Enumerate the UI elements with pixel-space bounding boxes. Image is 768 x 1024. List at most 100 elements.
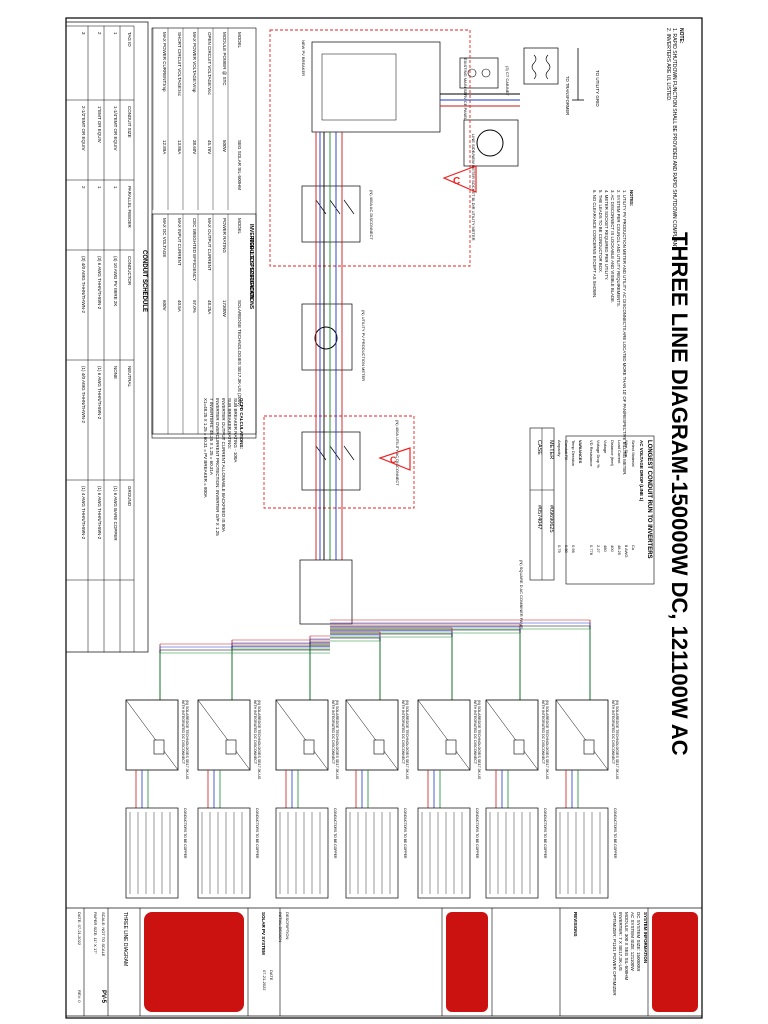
conduit-cell: 1	[113, 186, 118, 189]
svg-text:CONDUIT SCHEDULE: CONDUIT SCHEDULE	[141, 250, 147, 312]
vd-row-label: Load Current	[617, 440, 622, 464]
inverter-label: (N) SOLAREDGE TECHNOLOGIES SE17.3K-US	[185, 700, 189, 780]
svg-text:DATE: 07-21-2022: DATE: 07-21-2022	[77, 912, 82, 946]
utility-meter	[463, 119, 519, 167]
conduit-cell: (3) 4/0 AWG THHN/THWN-2	[81, 256, 86, 314]
inverter-spec-label: POWER RATING	[222, 218, 227, 253]
conduit-col-header: TAG ID	[127, 32, 132, 47]
variance-label: Ampacity	[557, 440, 562, 456]
vd-row-value: 400	[610, 545, 615, 552]
module-spec-value: 12.89A	[162, 140, 167, 154]
svg-text:SUB BREAKER RATING:: SUB BREAKER RATING:	[227, 398, 232, 449]
longest-run-table: LONGEST CONDUIT RUN TO INVERTERS AC VOLT…	[557, 435, 655, 585]
svg-text:OCPD CALCULATIONS:: OCPD CALCULATIONS:	[239, 398, 244, 449]
conduit-col-header: NEUTRAL	[127, 366, 132, 388]
vd-row-label: Distance (feet)	[610, 440, 615, 467]
variances-heading: VARIANCES	[578, 440, 583, 464]
svg-text:REV: 0: REV: 0	[77, 990, 82, 1003]
ct-cabinet: (3) CT CABINET	[459, 57, 510, 96]
svg-text:EXISTING MAIN SERVICE PANEL: EXISTING MAIN SERVICE PANEL	[463, 58, 468, 121]
case-header: CASE	[536, 440, 542, 455]
svg-text:C: C	[453, 176, 460, 187]
svg-text:PV-5: PV-5	[100, 990, 106, 1004]
svg-text:2. SYSTEM PER COUNCIL AND UTIL: 2. SYSTEM PER COUNCIL AND UTILITY REQUIR…	[616, 190, 621, 307]
svg-text:07-21-2022: 07-21-2022	[262, 970, 267, 991]
inverter-sublabel: WITH INTEGRATED DC DISCONNECT	[181, 700, 185, 765]
pv-string-box	[485, 807, 539, 899]
inverter-unit: (N) SOLAREDGE TECHNOLOGIES SE17.3K-USWIT…	[417, 699, 481, 899]
conduit-cell: (3) 6 AWG THHN/THWN-2	[97, 256, 102, 310]
conduit-cell: (1) 6 AWG THHN/THWN-2	[97, 366, 102, 420]
conduit-cell: NONE	[113, 366, 118, 379]
inverter-unit: (N) SOLAREDGE TECHNOLOGIES SE17.3K-USWIT…	[197, 699, 261, 899]
conduit-cell: (1) 4/0 AWG THHN/THWN-2	[81, 366, 86, 424]
notes-heading: NOTE:	[678, 28, 684, 44]
conduit-cell: 1	[113, 32, 118, 35]
meter-case-table: METER CASE #09690625 #0574047	[529, 427, 555, 581]
inverter-label: (N) SOLAREDGE TECHNOLOGIES SE17.3K-US	[405, 700, 409, 780]
svg-text:PAPER SIZE: 11" X 17": PAPER SIZE: 11" X 17"	[93, 912, 98, 954]
conduit-col-header: PARALLEL FEEDER	[127, 186, 132, 229]
warning-c-triangle: C	[442, 165, 477, 193]
inverter-spec-value: 600V	[162, 300, 167, 311]
svg-text:(N) 400A AC DISCONNECT: (N) 400A AC DISCONNECT	[369, 190, 374, 240]
inverter-sublabel: WITH INTEGRATED DC DISCONNECT	[331, 700, 335, 765]
inverter-sublabel: WITH INTEGRATED DC DISCONNECT	[473, 700, 477, 765]
inverter-unit: (N) SOLAREDGE TECHNOLOGIES SE17.3K-USWIT…	[555, 699, 619, 899]
inverter-spec-label: MAX INPUT CURRENT	[177, 218, 182, 266]
conduit-cell: (1) 6 AWG BARE COPPER	[113, 486, 118, 541]
inverter-spec-value: 40.5A	[177, 300, 182, 312]
module-spec-label: MAX POWER CURRENT:Imp	[162, 32, 167, 92]
svg-text:INVERTER OVERCURRENT PROTECTIO: INVERTER OVERCURRENT PROTECTION: INVERTE…	[215, 398, 220, 536]
redacted-stamp	[144, 912, 244, 1012]
conduit-cell: 1-1/4"EMT OR EQUIV	[113, 106, 118, 151]
conduit-cell: 1"EMT OR EQUIV	[97, 106, 102, 143]
meter-value: #09690625	[548, 505, 554, 533]
ac-disconnect-box: (N) 400A AC DISCONNECT	[301, 185, 374, 243]
svg-text:THREE LINE DIAGRAM: THREE LINE DIAGRAM	[122, 912, 128, 966]
longest-run-heading: LONGEST CONDUIT RUN TO INVERTERS	[646, 440, 652, 559]
note-item: 1. RAPID SHUTDOWN FUNCTION SHALL BE PROV…	[671, 28, 677, 250]
inverter-label: (N) SOLAREDGE TECHNOLOGIES SE17.3K-US	[477, 700, 481, 780]
inverter-sublabel: WITH INTEGRATED DC DISCONNECT	[541, 700, 545, 765]
svg-text:C: C	[390, 455, 397, 465]
conduit-cell: (1) 4 AWG THHN/THWN-2	[81, 486, 86, 540]
vd-row-value: 0.778	[589, 545, 594, 556]
pv-string-box	[417, 807, 471, 899]
svg-text:INVERTER-1 TO 7 SPECIFICATIONS: INVERTER-1 TO 7 SPECIFICATIONS	[248, 224, 254, 310]
module-spec-label: MODEL	[237, 32, 242, 49]
svg-text:X1=48.25 X 1.25 = 60.31 = PV B: X1=48.25 X 1.25 = 60.31 = PV BREAKER = 8…	[203, 398, 208, 498]
title-block: SYSTEM INFORMATION DC SYSTEM SIZE: 15000…	[65, 907, 703, 1017]
module-spec-label: MAX POWER VOLTAGE:Vmp	[192, 32, 197, 93]
svg-text:(3) CT CABINET: (3) CT CABINET	[505, 66, 510, 96]
inverter-spec-value: 97.0%	[192, 300, 197, 313]
inverter-spec-label: CEC WEIGHTED EFFICIENCY	[192, 218, 197, 281]
meter-header: METER	[548, 440, 554, 459]
module-spec-label: OPEN CIRCUIT VOLTAGE:Voc	[207, 32, 212, 96]
pv-production-meter: (N) UTILITY PV PRODUCTION METER	[301, 303, 366, 381]
svg-text:DATE: DATE	[269, 970, 274, 981]
diagram-title: THREE LINE DIAGRAM-150000W DC, 121100W A…	[667, 232, 692, 756]
conduit-cell: 1	[97, 186, 102, 189]
inverter-label: (N) SOLAREDGE TECHNOLOGIES SE17.3K-US	[545, 700, 549, 780]
vd-row-value: 480	[603, 545, 608, 552]
vd-row-value: 8 AWG	[624, 545, 629, 558]
svg-text:INVERTER: 7 X SE17.3K-US: INVERTER: 7 X SE17.3K-US	[618, 912, 623, 971]
trunk-conductors	[315, 93, 520, 600]
module-spec-value: SEG SOLAR SIL-500HM	[237, 140, 242, 190]
svg-text:SYSTEM INFORMATION: SYSTEM INFORMATION	[643, 912, 648, 963]
module-spec-value: 45.76V	[207, 140, 212, 154]
module-spec-value: 13.86A	[177, 140, 182, 154]
svg-text:REVISIONS: REVISIONS	[573, 912, 578, 937]
dc-note: CONDUCTORS TO BE COPPER	[403, 808, 407, 859]
dc-note: CONDUCTORS TO BE COPPER	[613, 808, 617, 859]
variance-label: Temp Deration	[571, 440, 576, 466]
conduit-col-header: CONDUIT SIZE	[127, 106, 132, 138]
vd-row-value: Cu	[631, 545, 636, 550]
warning-c-triangle: C	[378, 447, 411, 471]
conduit-cell: 2	[97, 32, 102, 35]
svg-text:DESCRIPTION: DESCRIPTION	[285, 912, 290, 939]
pv-string-box	[275, 807, 329, 899]
conduit-cell: 3	[81, 32, 86, 35]
